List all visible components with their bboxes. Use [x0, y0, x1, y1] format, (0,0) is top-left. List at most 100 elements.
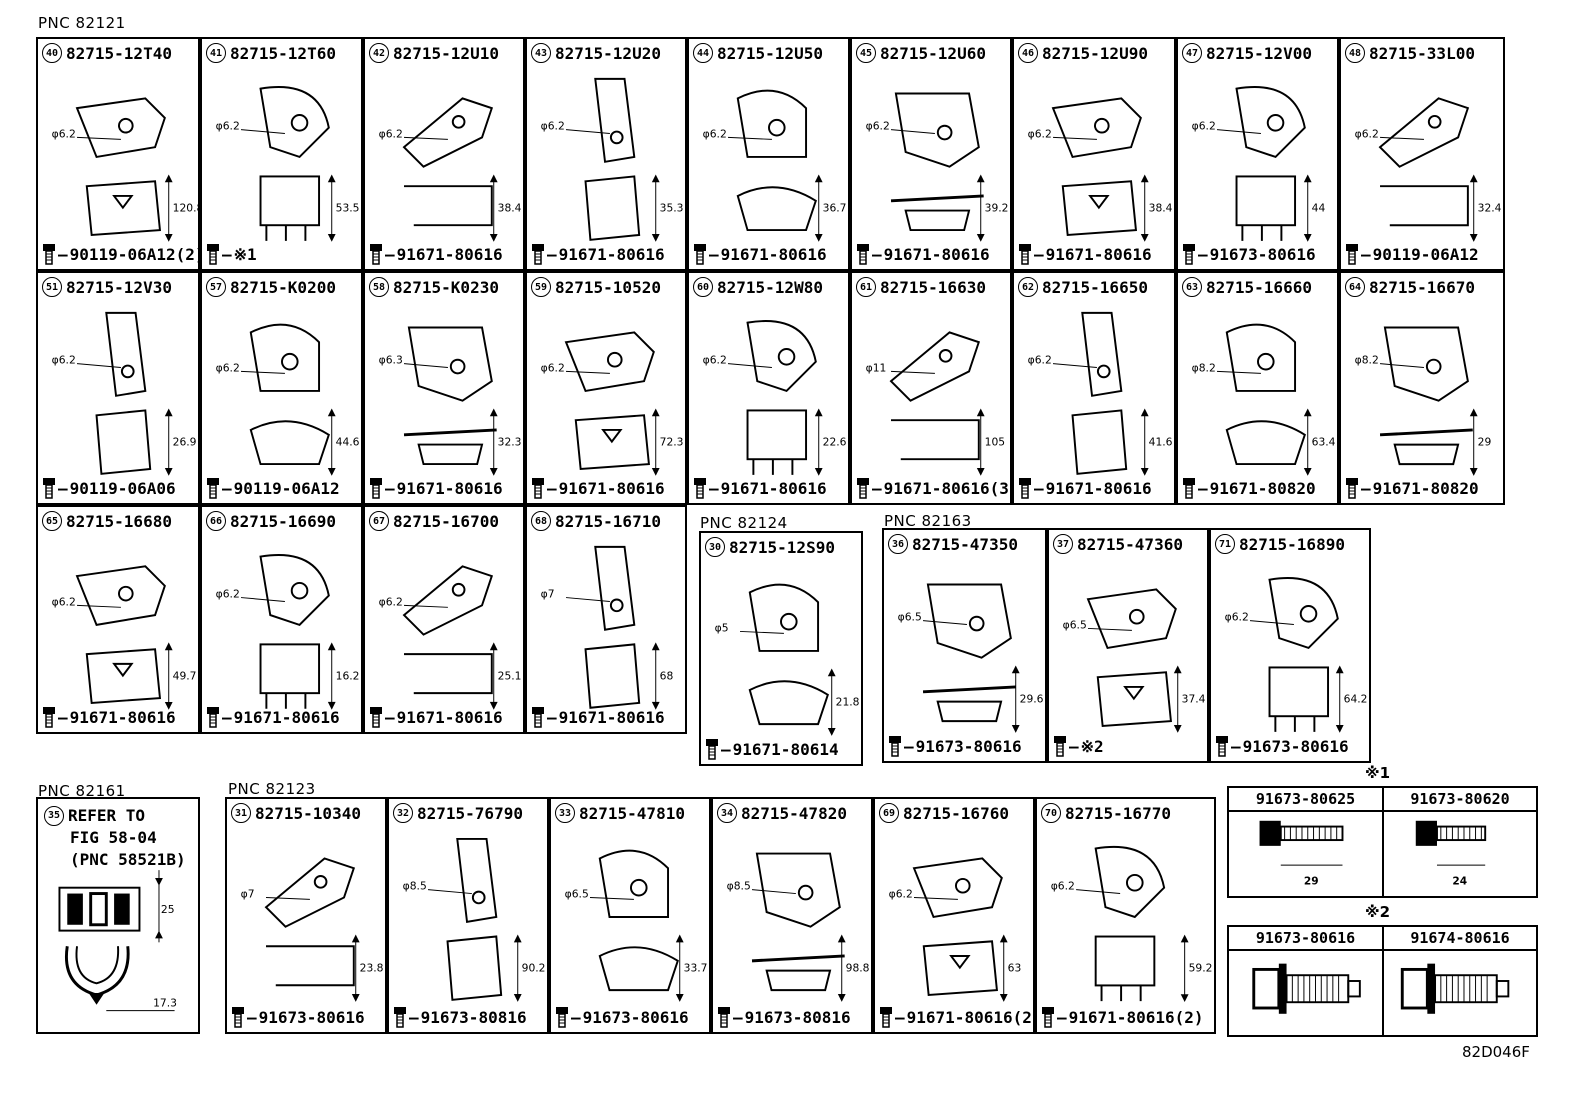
part-number-text: 82715-12T60 — [230, 43, 336, 63]
part-cell-71[interactable]: φ6.2 64.2 71 82715-16890 — 91673-80616 — [1209, 528, 1371, 763]
bolt-spec-57: — 90119-06A12 — [206, 477, 340, 499]
part-header-58: 58 82715-K0230 — [369, 277, 499, 297]
part-cell-33[interactable]: φ6.5 33.7 33 82715-47810 — 91673-80616 — [549, 797, 711, 1034]
part-number-badge: 45 — [856, 43, 876, 63]
part-cell-41[interactable]: φ6.2 53.5 41 82715-12T60 — ※1 — [200, 37, 363, 271]
part-header-36: 36 82715-47350 — [888, 534, 1018, 554]
part-number-badge: 62 — [1018, 277, 1038, 297]
length-dim-63: 63.4 — [1312, 436, 1336, 449]
bolt-spec-42: — 91671-80616 — [369, 243, 503, 265]
bolt-number-text: 91671-80616 — [558, 478, 665, 498]
part-cell-32[interactable]: φ8.5 90.2 32 82715-76790 — 91673-80816 — [387, 797, 549, 1034]
part-cell-65[interactable]: φ6.2 49.7 65 82715-16680 — 91671-80616 — [36, 505, 200, 734]
part-cell-40[interactable]: φ6.2 120.8 40 82715-12T40 — 90119-06A12(… — [36, 37, 205, 271]
length-dim-36: 29.6 — [1020, 693, 1044, 706]
bolt-number-text: 91673-80816 — [744, 1007, 851, 1027]
legend2-mark: ※2 — [1365, 903, 1391, 921]
bolt-number-text: 91671-80616 — [69, 707, 176, 727]
bolt-icon — [43, 707, 55, 728]
bolt-spec-66: — 91671-80616 — [206, 706, 340, 728]
part-cell-59[interactable]: φ6.2 72.3 59 82715-10520 — 91671-80616 — [525, 271, 687, 505]
part-cell-66[interactable]: φ6.2 16.2 66 82715-16690 — 91671-80616 — [200, 505, 363, 734]
part-cell-48[interactable]: φ6.2 32.4 48 82715-33L00 — 90119-06A12 — [1339, 37, 1505, 271]
bolt-number-text: 91671-80616 — [396, 244, 503, 264]
bolt-spec-46: — 91671-80616 — [1018, 243, 1152, 265]
bolt-icon — [207, 707, 219, 728]
bolt-number-text: 91671-80616 — [558, 707, 665, 727]
part-cell-70[interactable]: φ6.2 59.2 70 82715-16770 — 91671-80616(2… — [1035, 797, 1216, 1034]
bolt-spec-65: — 91671-80616 — [42, 706, 176, 728]
part-cell-57[interactable]: φ6.2 44.6 57 82715-K0200 — 90119-06A12 — [200, 271, 363, 505]
part-cell-37[interactable]: φ6.5 37.4 37 82715-47360 — ※2 — [1047, 528, 1209, 763]
part-header-37: 37 82715-47360 — [1053, 534, 1183, 554]
part-cell-47[interactable]: φ6.2 44 47 82715-12V00 — 91673-80616 — [1176, 37, 1339, 271]
bolt-spec-60: — 91671-80616 — [693, 477, 827, 499]
bracket-drawing-65: φ6.2 49.7 — [52, 565, 197, 710]
part-header-48: 48 82715-33L00 — [1345, 43, 1475, 63]
part-number-badge: 40 — [42, 43, 62, 63]
part-cell-58[interactable]: φ6.3 32.3 58 82715-K0230 — 91671-80616 — [363, 271, 525, 505]
bracket-drawing-30: φ5 21.8 — [715, 583, 860, 736]
part-number-text: 82715-12U20 — [555, 43, 661, 63]
part-header-67: 67 82715-16700 — [369, 511, 499, 531]
part-cell-68[interactable]: φ7 68 68 82715-16710 — 91671-80616 — [525, 505, 687, 734]
part-number-badge: 58 — [369, 277, 389, 297]
refer-dim-17-3: 17.3 — [153, 997, 177, 1010]
phi-dim-32: φ8.5 — [403, 880, 427, 893]
part-cell-31[interactable]: φ7 23.8 31 82715-10340 — 91673-80616 — [225, 797, 387, 1034]
part-number-badge: 57 — [206, 277, 226, 297]
part-cell-34[interactable]: φ8.5 98.8 34 82715-47820 — 91673-80816 — [711, 797, 873, 1034]
part-cell-30[interactable]: φ5 21.8 30 82715-12S90 — 91671-80614 — [699, 531, 863, 766]
bolt-number-text: 91671-80616(3) — [883, 478, 1019, 498]
part-cell-42[interactable]: φ6.2 38.4 42 82715-12U10 — 91671-80616 — [363, 37, 525, 271]
legend2-bolts — [1252, 963, 1510, 1014]
length-dim-37: 37.4 — [1182, 693, 1206, 706]
phi-dim-61: φ11 — [866, 361, 887, 374]
bolt-icon — [694, 478, 706, 499]
length-dim-33: 33.7 — [684, 962, 708, 975]
bolt-spec-45: — 91671-80616 — [856, 243, 990, 265]
bolt-spec-36: — 91673-80616 — [888, 735, 1022, 757]
part-cell-46[interactable]: φ6.2 38.4 46 82715-12U90 — 91671-80616 — [1012, 37, 1176, 271]
part-cell-43[interactable]: φ6.2 35.3 43 82715-12U20 — 91671-80616 — [525, 37, 687, 271]
bolt-icon — [718, 1007, 730, 1028]
bolt-icon — [556, 1007, 568, 1028]
part-number-text: 82715-47810 — [579, 803, 685, 823]
part-header-31: 31 82715-10340 — [231, 803, 361, 823]
part-number-badge: 67 — [369, 511, 389, 531]
phi-dim-41: φ6.2 — [216, 120, 240, 133]
part-cell-63[interactable]: φ8.2 63.4 63 82715-16660 — 91671-80820 — [1176, 271, 1339, 505]
length-dim-70: 59.2 — [1189, 962, 1213, 975]
part-header-30: 30 82715-12S90 — [705, 537, 835, 557]
phi-dim-45: φ6.2 — [866, 120, 890, 133]
part-cell-64[interactable]: φ8.2 29 64 82715-16670 — 91671-80820 — [1339, 271, 1505, 505]
part-number-text: 82715-12V30 — [66, 277, 172, 297]
length-dim-67: 25.1 — [498, 669, 522, 682]
part-header-69: 69 82715-16760 — [879, 803, 1009, 823]
bolt-icon — [370, 478, 382, 499]
length-dim-64: 29 — [1478, 436, 1492, 449]
part-header-61: 61 82715-16630 — [856, 277, 986, 297]
phi-dim-48: φ6.2 — [1355, 127, 1379, 140]
length-dim-31: 23.8 — [360, 962, 384, 975]
part-number-text: 82715-16670 — [1369, 277, 1475, 297]
legend2-col-b: 91674-80616 — [1384, 927, 1536, 951]
bolt-number-text: 91673-80616 — [258, 1007, 365, 1027]
part-cell-69[interactable]: φ6.2 63 69 82715-16760 — 91671-80616(2) — [873, 797, 1042, 1034]
part-cell-44[interactable]: φ6.2 36.7 44 82715-12U50 — 91671-80616 — [687, 37, 850, 271]
part-cell-67[interactable]: φ6.2 25.1 67 82715-16700 — 91671-80616 — [363, 505, 525, 734]
part-header-51: 51 82715-12V30 — [42, 277, 172, 297]
bolt-number-text: 91673-80616 — [1242, 736, 1349, 756]
part-cell-60[interactable]: φ6.2 22.6 60 82715-12W80 — 91671-80616 — [687, 271, 850, 505]
part-number-badge: 69 — [879, 803, 899, 823]
part-cell-45[interactable]: φ6.2 39.2 45 82715-12U60 — 91671-80616 — [850, 37, 1012, 271]
bolt-icon — [857, 244, 869, 265]
part-cell-61[interactable]: φ11 105 61 82715-16630 — 91671-80616(3) — [850, 271, 1019, 505]
phi-dim-43: φ6.2 — [541, 120, 565, 133]
part-cell-62[interactable]: φ6.2 41.6 62 82715-16650 — 91671-80616 — [1012, 271, 1176, 505]
part-cell-51[interactable]: φ6.2 26.9 51 82715-12V30 — 90119-06A06 — [36, 271, 200, 505]
part-header-43: 43 82715-12U20 — [531, 43, 661, 63]
bracket-drawing-60: φ6.2 22.6 — [703, 320, 847, 476]
part-cell-36[interactable]: φ6.5 29.6 36 82715-47350 — 91673-80616 — [882, 528, 1047, 763]
